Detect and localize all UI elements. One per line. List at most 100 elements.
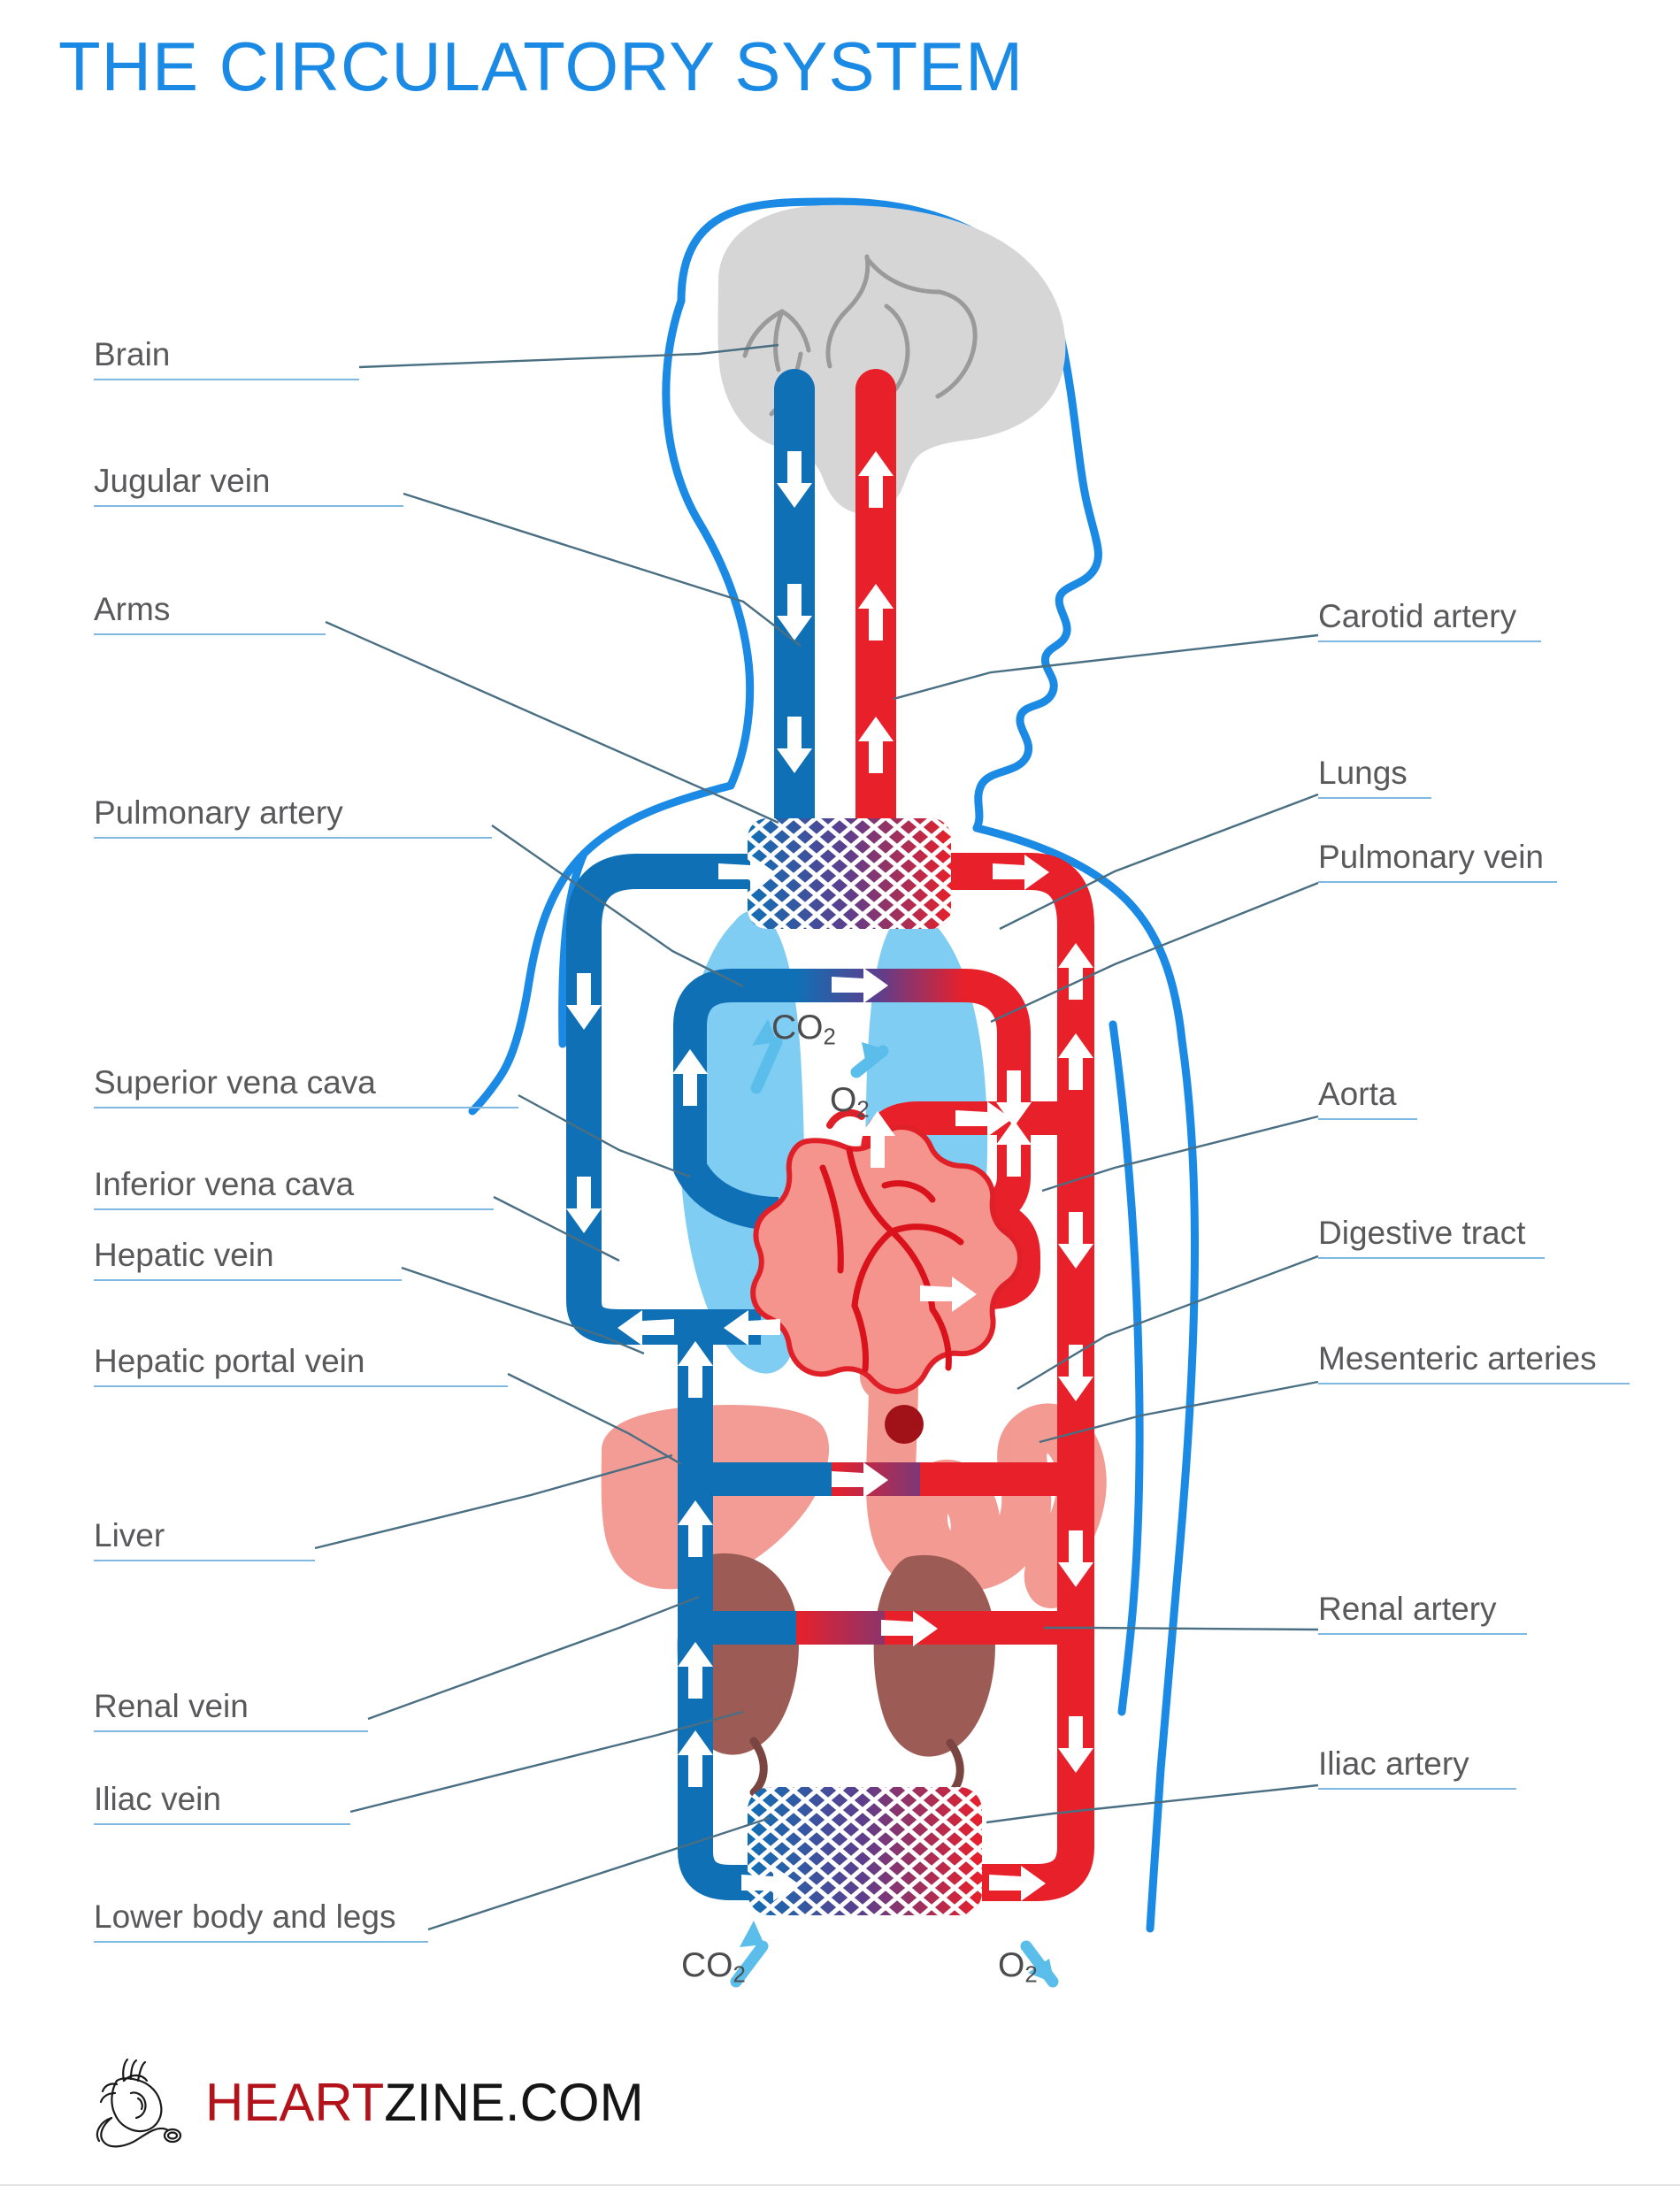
leader-line-lower-body-legs	[427, 1816, 771, 1931]
label-underline	[94, 633, 326, 635]
label-carotid-artery[interactable]: Carotid artery	[1318, 600, 1541, 648]
arrow-down-svc-2	[566, 1177, 602, 1233]
label-iliac-vein-text: Iliac vein	[94, 1781, 221, 1817]
gas-label-co2-lungs-sub: 2	[823, 1024, 836, 1050]
label-iliac-artery[interactable]: Iliac artery	[1318, 1747, 1516, 1796]
label-iliac-vein[interactable]: Iliac vein	[94, 1783, 350, 1831]
label-underline	[94, 1730, 368, 1732]
leader-line-lungs	[999, 793, 1319, 931]
label-iliac-artery-text: Iliac artery	[1318, 1745, 1469, 1782]
arrow-right-pulm-cap	[99, 968, 156, 1003]
label-underline	[1318, 1383, 1630, 1384]
arrow-up-arch-2	[1058, 1033, 1093, 1090]
leader-line-inferior-vena-cava	[493, 1195, 620, 1262]
heart-organ	[750, 1108, 1023, 1394]
arrow-left-portal	[832, 1462, 888, 1498]
arrow-right-svc-1	[618, 1310, 674, 1346]
label-brain[interactable]: Brain	[94, 338, 359, 387]
label-digestive-tract-text: Digestive tract	[1318, 1215, 1526, 1251]
brand-name-highlight: HEART	[205, 2073, 385, 2132]
leader-line-liver	[314, 1453, 673, 1550]
label-underline	[1318, 1118, 1417, 1120]
gas-arrow-heads	[740, 1019, 1055, 1983]
label-lungs-text: Lungs	[1318, 755, 1408, 791]
arrow-up-pulmvein	[996, 1120, 1032, 1177]
gas-label-co2-lower-base: CO	[681, 1946, 733, 1984]
label-carotid-artery-text: Carotid artery	[1318, 598, 1517, 634]
label-lower-body-legs[interactable]: Lower body and legs	[94, 1900, 428, 1949]
arrow-down-svc	[566, 973, 602, 1030]
label-jugular-vein-text: Jugular vein	[94, 463, 271, 499]
gas-label-o2-lungs: O2	[830, 1081, 870, 1123]
page-title: THE CIRCULATORY SYSTEM	[58, 27, 1024, 105]
superior-vena-cava-vessel	[566, 854, 761, 1345]
label-underline	[94, 837, 492, 839]
label-renal-artery[interactable]: Renal artery	[1318, 1592, 1527, 1641]
leader-line-digestive-tract	[1016, 1254, 1319, 1391]
label-superior-vena-cava[interactable]: Superior vena cava	[94, 1066, 518, 1115]
body-outline	[468, 197, 1199, 1933]
label-underline	[94, 1560, 315, 1561]
arrow-up-ivc-3	[678, 1642, 713, 1699]
label-hepatic-portal-vein[interactable]: Hepatic portal vein	[94, 1345, 508, 1393]
gas-label-o2-lower: O2	[998, 1946, 1038, 1988]
pulmonary-artery-vessel	[673, 969, 867, 1231]
label-underline	[94, 1107, 518, 1108]
arrow-left-lower-vein	[741, 1866, 798, 1901]
site-brand[interactable]: HEARTZINE.COM	[85, 2054, 644, 2151]
label-liver-text: Liver	[94, 1517, 165, 1553]
label-pulmonary-artery-text: Pulmonary artery	[94, 794, 343, 831]
arrow-left-heart-loop	[920, 1277, 977, 1312]
label-lower-body-legs-text: Lower body and legs	[94, 1898, 396, 1935]
label-pulmonary-artery[interactable]: Pulmonary artery	[94, 796, 492, 845]
label-jugular-vein[interactable]: Jugular vein	[94, 464, 403, 513]
gas-label-co2-lungs: CO2	[771, 1009, 836, 1050]
label-underline	[94, 1208, 494, 1210]
arrow-up-aorta-stub	[860, 1111, 895, 1168]
upper-body-capillary-bed	[748, 818, 951, 929]
arrow-down-aorta-4	[1058, 1716, 1093, 1773]
arrow-up-carotid	[858, 451, 894, 773]
label-underline	[94, 1823, 350, 1825]
label-mesenteric-arteries[interactable]: Mesenteric arteries	[1318, 1342, 1630, 1391]
arrow-up-ivc-2	[678, 1500, 713, 1557]
arrow-down-aorta-2	[1058, 1345, 1093, 1401]
stomach-dot	[885, 1405, 924, 1444]
gas-label-co2-lower-sub: 2	[733, 1962, 746, 1988]
leader-line-renal-artery	[1044, 1626, 1319, 1631]
label-underline	[94, 505, 403, 507]
gas-label-o2-lungs-sub: 2	[856, 1097, 870, 1123]
label-inferior-vena-cava[interactable]: Inferior vena cava	[94, 1168, 494, 1216]
gas-label-co2-lungs-base: CO	[771, 1009, 824, 1047]
arrow-left-aortic	[993, 855, 1049, 890]
label-hepatic-vein[interactable]: Hepatic vein	[94, 1239, 402, 1287]
arrow-left-svc	[718, 855, 775, 890]
brand-name-rest: ZINE.COM	[384, 2073, 644, 2132]
arrow-right-aortic-arch	[955, 1101, 1012, 1137]
arrow-down-aorta-1	[1058, 1212, 1093, 1269]
leader-line-pulmonary-artery	[491, 825, 744, 988]
arrow-down-jugular	[777, 451, 812, 773]
label-underline	[1318, 640, 1541, 642]
arrow-up-ivc-4	[678, 1730, 713, 1787]
leader-line-hepatic-portal-vein	[507, 1372, 682, 1466]
label-brain-text: Brain	[94, 336, 171, 372]
flow-arrows	[99, 451, 1093, 1901]
label-renal-artery-text: Renal artery	[1318, 1591, 1497, 1627]
label-digestive-tract[interactable]: Digestive tract	[1318, 1216, 1545, 1265]
brand-wordmark: HEARTZINE.COM	[205, 2076, 644, 2129]
label-arms[interactable]: Arms	[94, 593, 326, 641]
arrow-down-pulmvein	[996, 1070, 1032, 1127]
gas-label-co2-lower: CO2	[681, 1946, 746, 1988]
label-liver[interactable]: Liver	[94, 1519, 315, 1568]
label-hepatic-portal-vein-text: Hepatic portal vein	[94, 1343, 365, 1379]
label-mesenteric-arteries-text: Mesenteric arteries	[1318, 1340, 1597, 1377]
label-renal-vein[interactable]: Renal vein	[94, 1690, 368, 1738]
label-pulmonary-vein[interactable]: Pulmonary vein	[1318, 840, 1557, 889]
label-underline	[1318, 1633, 1527, 1635]
leader-line-aorta	[1041, 1115, 1319, 1193]
label-lungs[interactable]: Lungs	[1318, 756, 1431, 805]
label-aorta[interactable]: Aorta	[1318, 1078, 1417, 1126]
label-pulmonary-vein-text: Pulmonary vein	[1318, 839, 1545, 875]
